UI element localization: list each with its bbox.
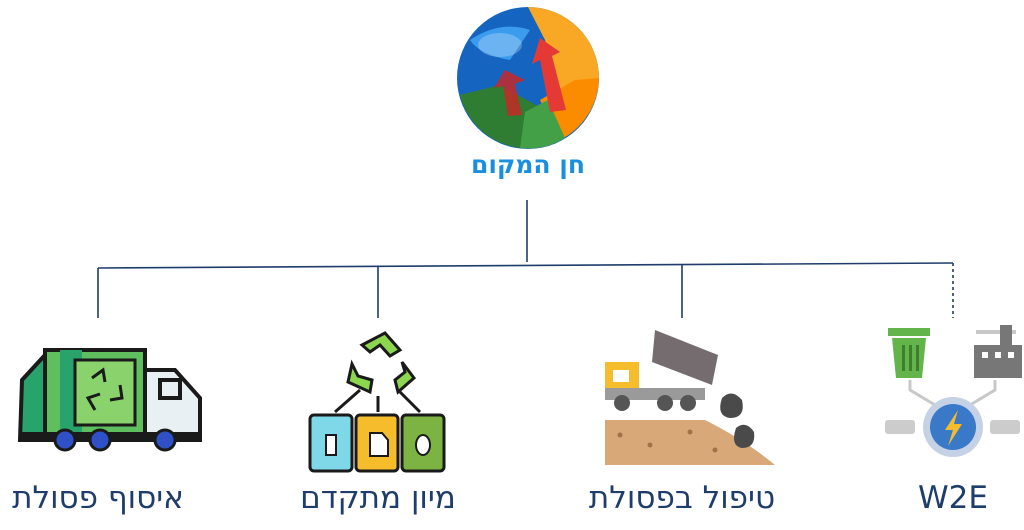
- node-label-waste-collection: איסוף פסולת: [12, 480, 184, 516]
- brand-name: חן המקום: [470, 150, 586, 179]
- node-label-waste-treatment: טיפול בפסולת: [588, 480, 776, 516]
- dump-truck-landfill-icon: [605, 330, 775, 465]
- node-label-advanced-sorting: מיון מתקדם: [300, 480, 456, 516]
- node-label-w2e: W2E: [918, 480, 988, 516]
- recycling-sorting-icon: [308, 331, 446, 473]
- connector-lines: [97, 200, 954, 318]
- waste-to-energy-icon: [885, 325, 1022, 457]
- globe-logo-icon: [457, 7, 599, 149]
- garbage-truck-icon: [17, 348, 202, 452]
